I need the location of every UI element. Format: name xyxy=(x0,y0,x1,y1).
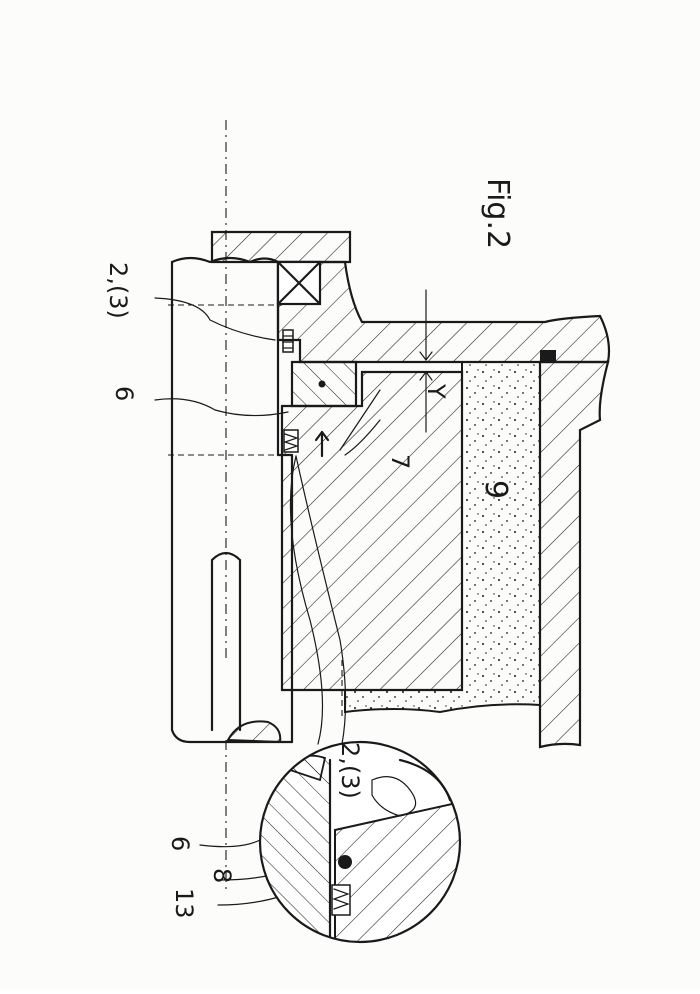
label-seal-ring: 6 xyxy=(110,386,138,401)
label-detail-spring: 13 xyxy=(170,888,198,919)
label-detail-shaft-ring: 2,(3) xyxy=(336,742,364,799)
label-chamber: 7 xyxy=(386,454,414,469)
detail-view xyxy=(260,742,470,950)
label-detail-oring: 8 xyxy=(208,868,236,883)
label-shaft-ring: 2,(3) xyxy=(104,262,132,319)
label-detail-seal-ring: 6 xyxy=(166,836,194,851)
housing xyxy=(212,232,609,362)
shaft xyxy=(172,258,292,742)
label-gap: Y xyxy=(422,383,450,399)
seal-ring xyxy=(292,362,356,406)
label-sealant: 9 xyxy=(478,480,513,499)
outer-wall xyxy=(540,362,608,747)
body xyxy=(282,372,462,690)
figure-title: Fig.2 xyxy=(480,178,515,249)
